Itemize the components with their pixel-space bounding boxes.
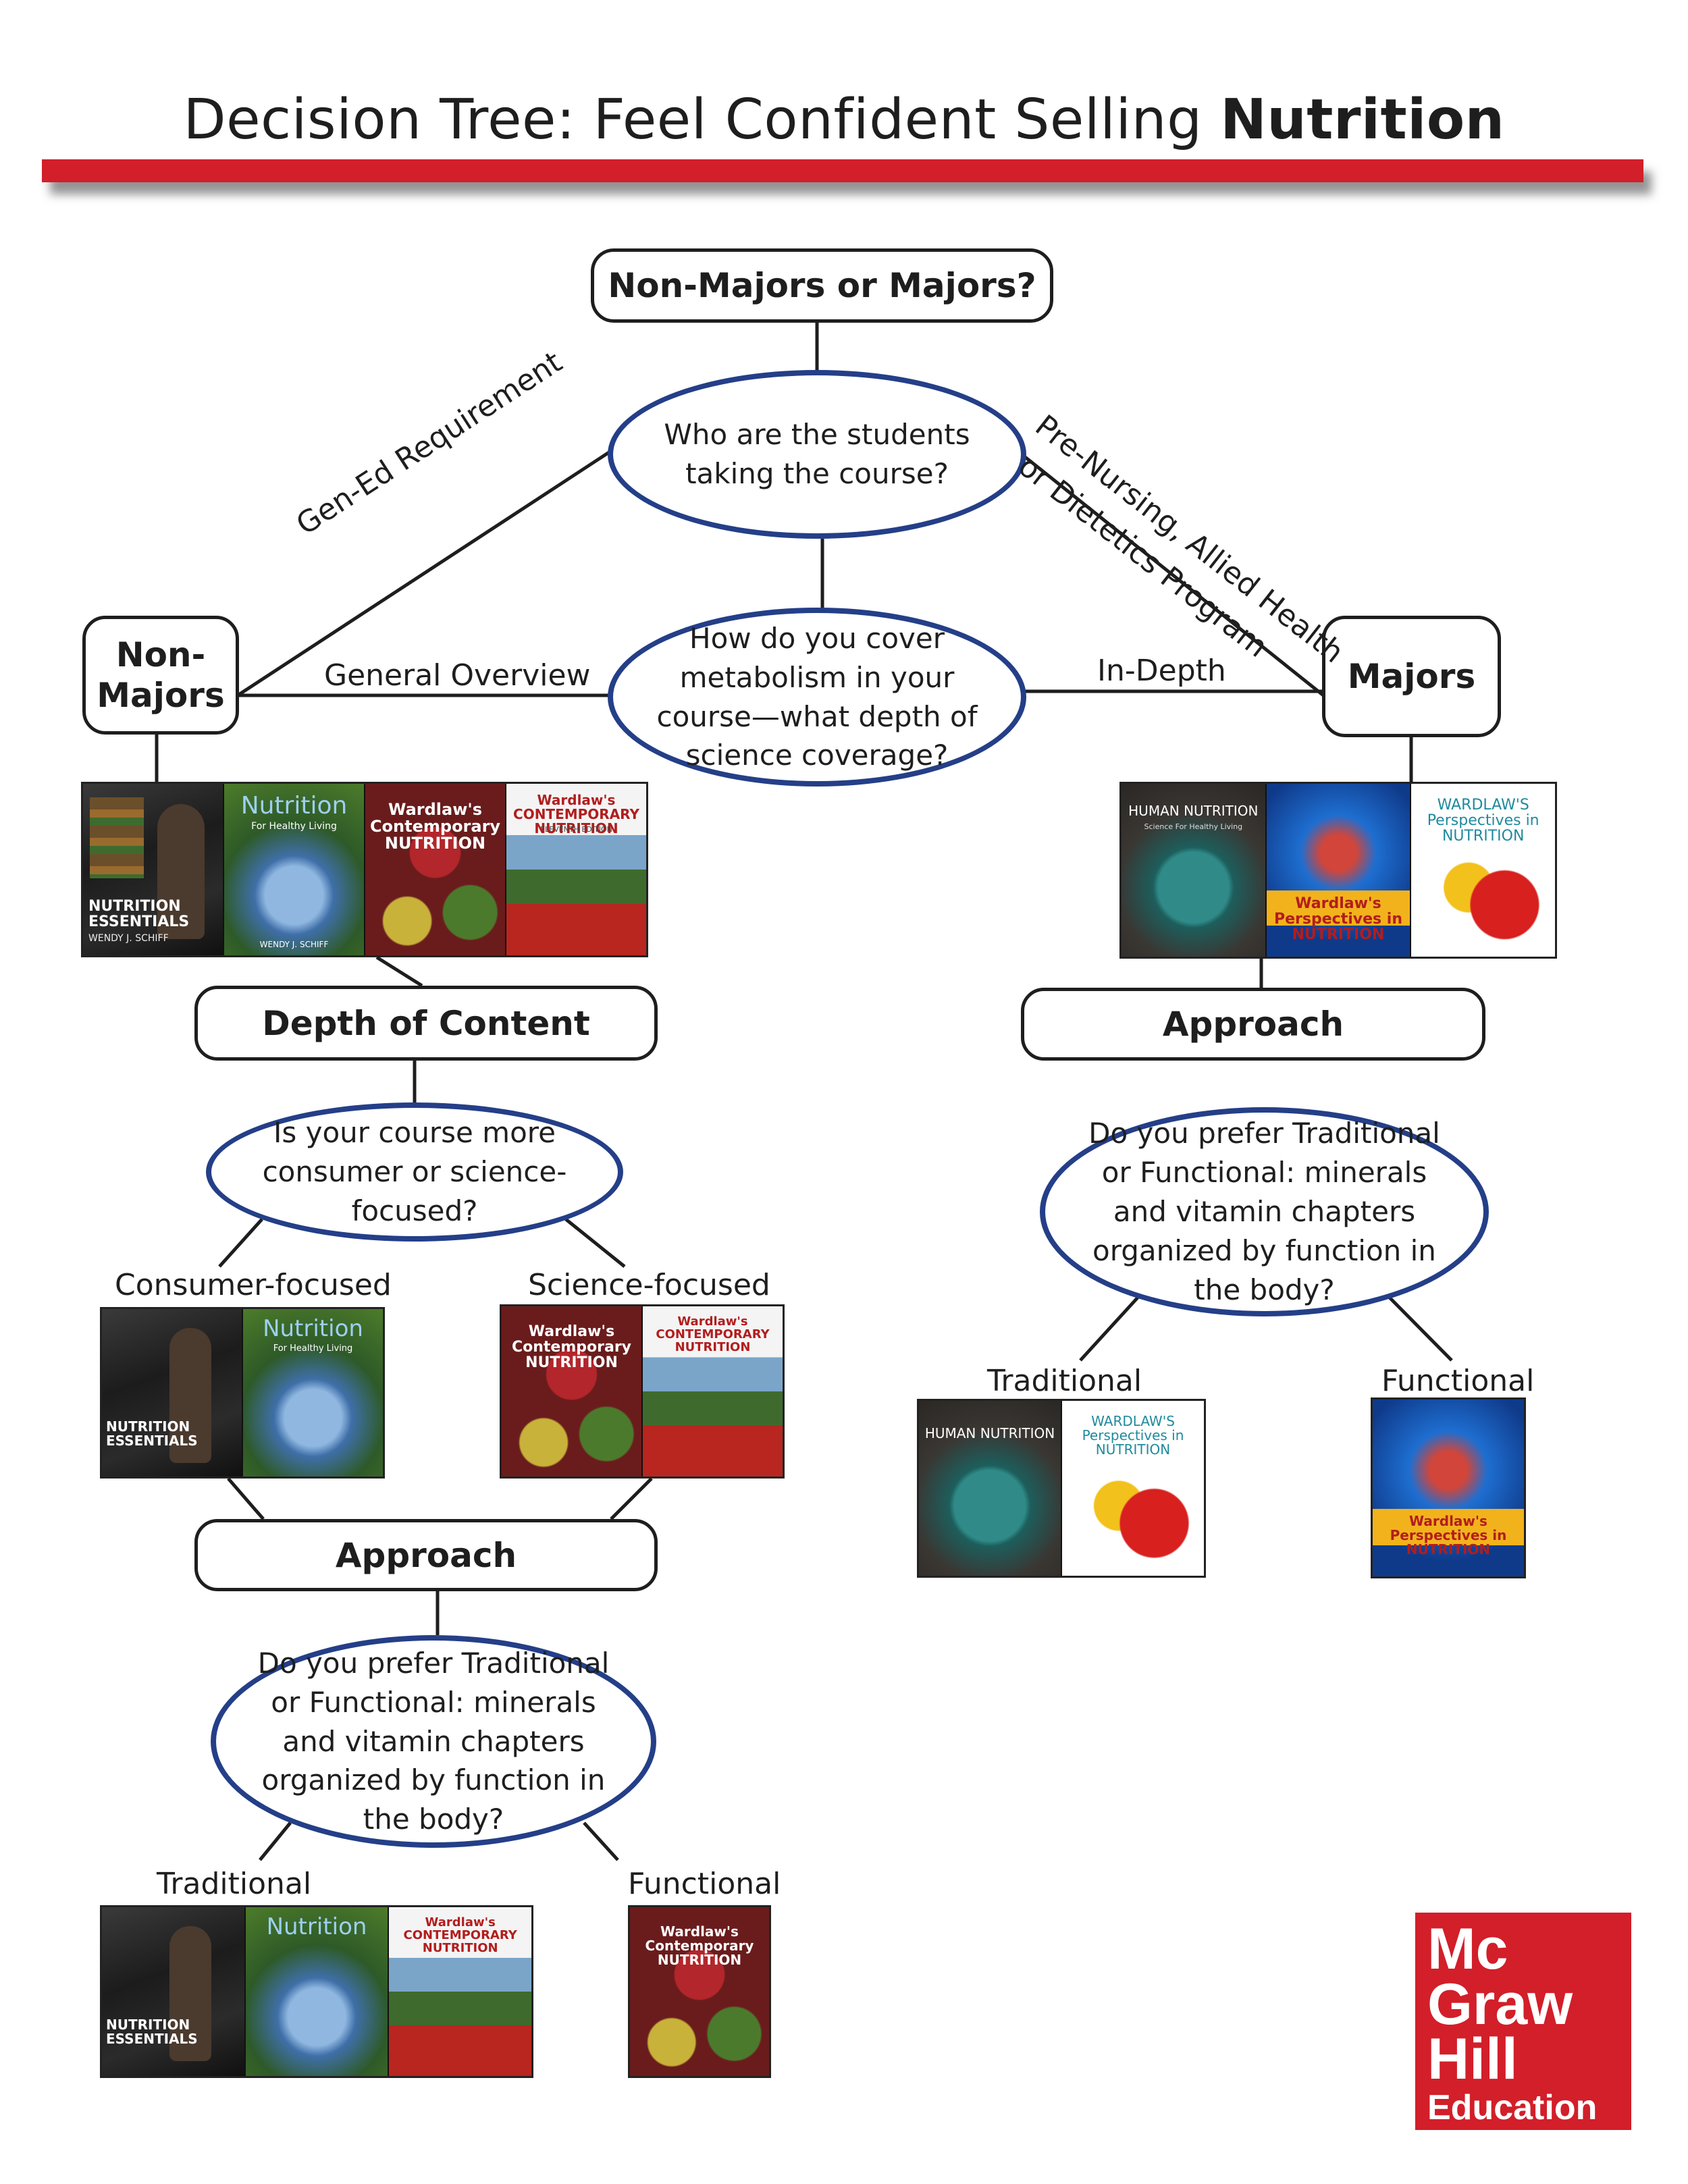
mcgraw-hill-education-logo: Mc Graw Hill Education: [1415, 1913, 1631, 2130]
traditional-label-left: Traditional: [157, 1867, 312, 1901]
functional-label-right: Functional: [1381, 1364, 1535, 1398]
cover-wardlaw-contemporary: Wardlaw's CONTEMPORARY NUTRITION: [643, 1306, 783, 1476]
cover-perspectives: WARDLAW'S Perspectives in NUTRITION: [1062, 1401, 1204, 1576]
functional-label-left: Functional: [628, 1867, 781, 1901]
consumer-science-question-oval: Is your course more consumer or science-…: [206, 1102, 623, 1242]
functional-book-row-right: Wardlaw's Perspectives in NUTRITION: [1371, 1397, 1526, 1578]
cover-nutrition-essentials: NUTRITION ESSENTIALS WENDY J. SCHIFF: [83, 784, 224, 955]
cover-nutrition-essentials: NUTRITION ESSENTIALS: [102, 1907, 246, 2076]
traditional-label-right: Traditional: [987, 1364, 1142, 1398]
cover-human-nutrition: HUMAN NUTRITION: [919, 1401, 1062, 1576]
woman-figure-image: [169, 1328, 211, 1463]
consumer-focused-book-row: NUTRITION ESSENTIALS Nutrition For Healt…: [100, 1307, 385, 1479]
cover-wardlaw-contemporary: Wardlaw's CONTEMPORARY NUTRITION ELEVENT…: [506, 784, 646, 955]
science-focused-label: Science-focused: [528, 1268, 770, 1302]
general-overview-label: General Overview: [324, 658, 591, 693]
woman-figure-image: [157, 804, 205, 939]
non-majors-book-row: NUTRITION ESSENTIALS WENDY J. SCHIFF Nut…: [81, 782, 648, 957]
title-underline-bar: [42, 159, 1643, 182]
cover-wardlaw-contemporary: Wardlaw's CONTEMPORARY NUTRITION: [389, 1907, 532, 2076]
traditional-book-row-right: HUMAN NUTRITION WARDLAW'S Perspectives i…: [917, 1399, 1206, 1578]
approach-box-left: Approach: [194, 1519, 658, 1591]
in-depth-label: In-Depth: [1097, 654, 1226, 688]
majors-book-row: HUMAN NUTRITION Science For Healthy Livi…: [1119, 782, 1557, 959]
depth-of-content-box: Depth of Content: [194, 986, 658, 1061]
pantry-shelves-image: [90, 797, 144, 878]
traditional-book-row-left: NUTRITION ESSENTIALS Nutrition Wardlaw's…: [100, 1905, 533, 2078]
cover-wardlaw-contemporary-functional: Wardlaw's Contemporary NUTRITION: [502, 1306, 643, 1476]
consumer-focused-label: Consumer-focused: [115, 1268, 392, 1302]
page-title: Decision Tree: Feel Confident Selling Nu…: [183, 88, 1505, 152]
approach-box-right: Approach: [1021, 988, 1485, 1061]
traditional-functional-question-oval-right: Do you prefer Traditional or Functional:…: [1040, 1107, 1489, 1316]
cover-nutrition-healthy-living: Nutrition For Healthy Living: [243, 1309, 383, 1476]
majors-box: Majors: [1322, 616, 1501, 737]
cover-nutrition-healthy-living: Nutrition For Healthy Living WENDY J. SC…: [224, 784, 365, 955]
root-question-box: Non-Majors or Majors?: [591, 248, 1053, 323]
cover-wardlaw-contemporary-functional: Wardlaw's Contemporary NUTRITION: [630, 1907, 769, 2076]
students-question-oval: Who are the students taking the course?: [608, 370, 1026, 539]
cover-human-nutrition: HUMAN NUTRITION Science For Healthy Livi…: [1122, 784, 1267, 957]
traditional-functional-question-oval-left: Do you prefer Traditional or Functional:…: [211, 1635, 656, 1848]
cover-perspectives-functional: Wardlaw's Perspectives in NUTRITION: [1266, 784, 1412, 957]
functional-book-row-left: Wardlaw's Contemporary NUTRITION: [628, 1905, 771, 2078]
science-focused-book-row: Wardlaw's Contemporary NUTRITION Wardlaw…: [500, 1304, 785, 1479]
cover-title-band: [1266, 890, 1410, 926]
cover-title-band: [1373, 1509, 1524, 1545]
cover-nutrition-healthy-living: Nutrition: [245, 1907, 390, 2076]
metabolism-question-oval: How do you cover metabolism in your cour…: [608, 608, 1026, 787]
cover-wardlaw-contemporary-functional: Wardlaw's Contemporary NUTRITION: [365, 784, 506, 955]
non-majors-box: Non- Majors: [82, 616, 239, 735]
cover-perspectives: WARDLAW'S Perspectives in NUTRITION: [1411, 784, 1556, 957]
cover-perspectives-functional: Wardlaw's Perspectives in NUTRITION: [1373, 1400, 1524, 1576]
cover-nutrition-essentials: NUTRITION ESSENTIALS: [102, 1309, 243, 1476]
woman-figure-image: [169, 1926, 211, 2061]
